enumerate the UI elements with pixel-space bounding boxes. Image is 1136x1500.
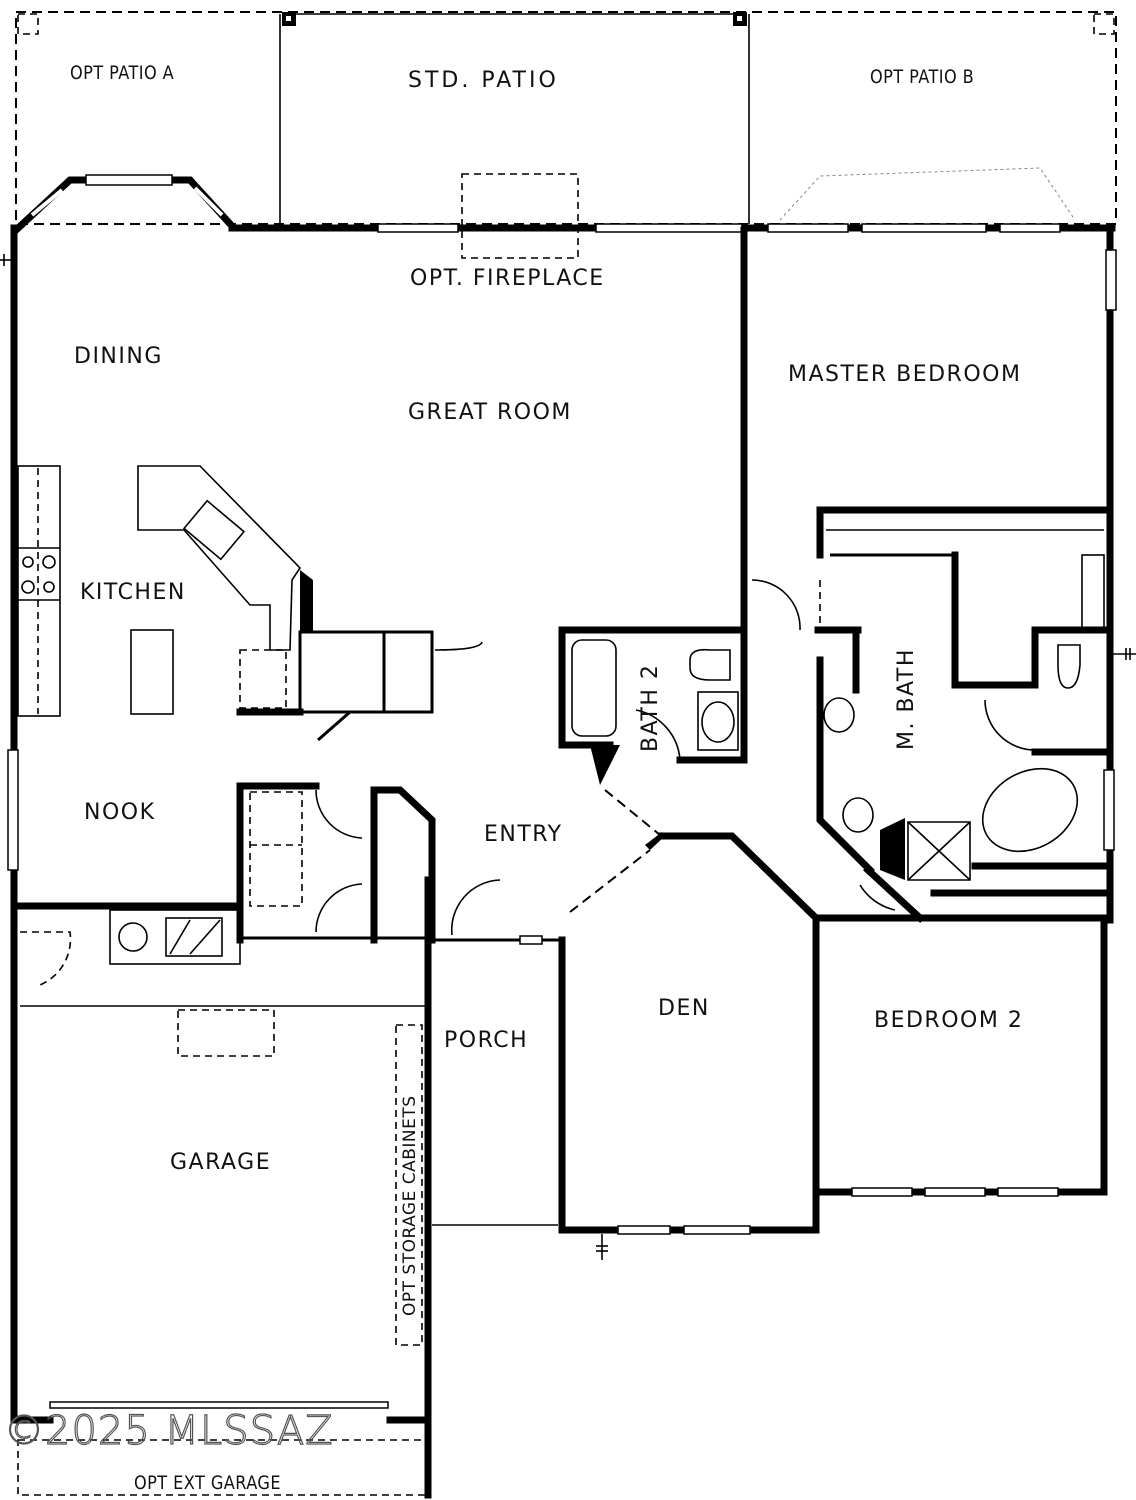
label-entry: ENTRY <box>484 822 563 847</box>
bath-2-fixtures <box>558 626 748 913</box>
label-bedroom-2: BEDROOM 2 <box>874 1008 1024 1033</box>
label-opt-storage-cabinets: OPT STORAGE CABINETS <box>400 1095 420 1316</box>
label-opt-patio-b: OPT PATIO B <box>870 66 975 88</box>
label-den: DEN <box>658 996 710 1021</box>
label-std-patio: STD. PATIO <box>408 68 559 93</box>
bay-window <box>11 174 237 235</box>
label-great-room: GREAT ROOM <box>408 400 572 425</box>
label-dining: DINING <box>74 344 163 369</box>
label-opt-ext-garage: OPT EXT GARAGE <box>134 1472 281 1494</box>
dimension-ticks <box>0 254 1136 1260</box>
label-bath-2: BATH 2 <box>638 663 663 752</box>
patio-area <box>15 11 1117 259</box>
label-master-bedroom: MASTER BEDROOM <box>788 362 1022 387</box>
label-nook: NOOK <box>84 800 156 825</box>
watermark: ©2025 MLSSAZ <box>3 1407 334 1454</box>
porch <box>432 935 562 945</box>
laundry-closets <box>17 782 501 1496</box>
label-garage: GARAGE <box>170 1150 272 1175</box>
label-porch: PORCH <box>444 1028 529 1053</box>
label-opt-fireplace: OPT. FIREPLACE <box>410 266 605 291</box>
master-bath-fixtures <box>751 551 1115 923</box>
label-m-bath: M. BATH <box>894 648 919 750</box>
label-opt-patio-a: OPT PATIO A <box>70 62 175 84</box>
label-kitchen: KITCHEN <box>80 580 186 605</box>
kitchen-fixtures <box>17 465 483 742</box>
